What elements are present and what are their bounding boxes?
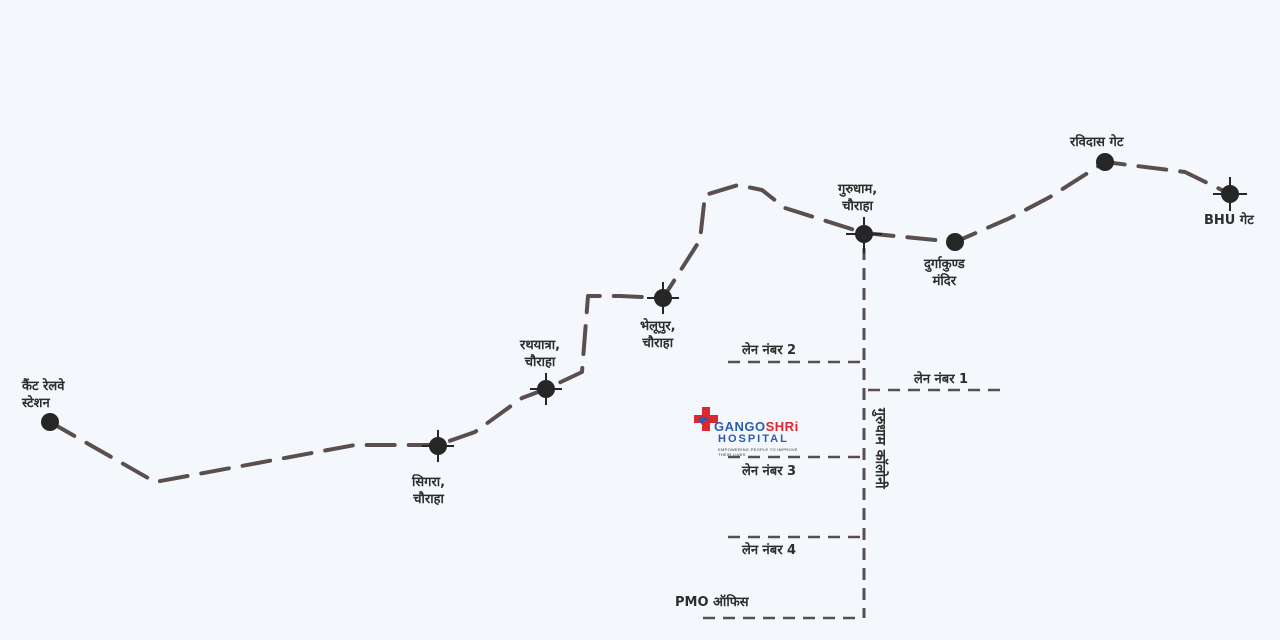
- logo-tagline: EMPOWERING PEOPLE TO IMPROVE THEIR LIVES: [718, 447, 798, 457]
- label-sigra: सिगरा,चौराहा: [412, 475, 446, 507]
- marker-sigra: [422, 430, 454, 462]
- marker-durgakund: [946, 233, 964, 251]
- marker-ravidas: [1096, 153, 1114, 171]
- label-lane-1: लेन नंबर 1: [914, 372, 969, 387]
- label-bhu: BHU गेट: [1204, 213, 1254, 228]
- label-lane-2: लेन नंबर 2: [742, 343, 797, 358]
- marker-cantt: [41, 413, 59, 431]
- marker-rathyatra: [530, 373, 562, 405]
- label-ravidas: रविदास गेट: [1070, 135, 1124, 150]
- medical-cross-icon: [694, 407, 718, 431]
- logo-name-line2: HOSPITAL: [718, 433, 789, 445]
- gangoshri-hospital-logo: GANGOSHRi HOSPITAL EMPOWERING PEOPLE TO …: [694, 407, 806, 457]
- label-pmo: PMO ऑफिस: [675, 595, 749, 610]
- label-bhelupur: भेलूपुर,चौराहा: [640, 319, 676, 351]
- logo-name: GANGOSHRi: [714, 419, 799, 434]
- label-colony: गुरुधाम कॉलोनी: [872, 408, 888, 489]
- label-rathyatra: रथयात्रा,चौराहा: [520, 338, 561, 370]
- marker-bhu: [1213, 177, 1247, 211]
- main-route-line: [48, 160, 1232, 484]
- label-gurudham: गुरुधाम,चौराहा: [838, 182, 878, 214]
- label-lane-4: लेन नंबर 4: [742, 543, 797, 558]
- label-cantt: कैंट रेलवेस्टेशन: [22, 379, 65, 411]
- label-lane-3: लेन नंबर 3: [742, 464, 797, 479]
- marker-bhelupur: [647, 282, 679, 314]
- marker-gurudham: [846, 217, 882, 253]
